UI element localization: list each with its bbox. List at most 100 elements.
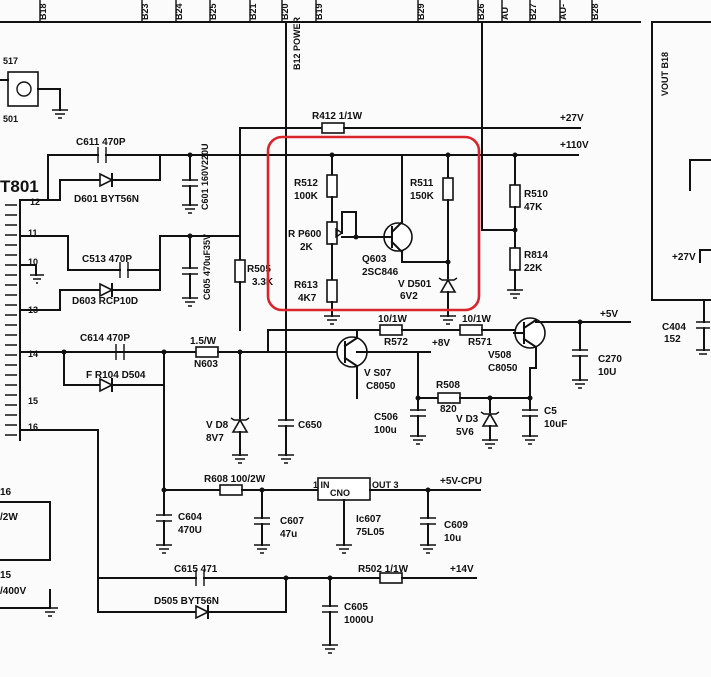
rail-110v-label: +110V xyxy=(560,140,589,151)
r412-label: R412 1/1W xyxy=(312,111,363,122)
c611-label: C611 470P xyxy=(76,137,126,148)
svg-text:C614 470P: C614 470P xyxy=(80,333,130,344)
pin-15: 15 xyxy=(28,396,38,406)
bus-label-b20: B20 xyxy=(280,3,290,20)
svg-text:+27V: +27V xyxy=(672,252,696,263)
svg-text:8V7: 8V7 xyxy=(206,433,224,444)
c605-label: C605 470uF35V xyxy=(202,234,212,300)
svg-text:470U: 470U xyxy=(178,525,202,536)
svg-text:R502 1/1W: R502 1/1W xyxy=(358,564,409,575)
pin-14: 14 xyxy=(28,349,38,359)
svg-text:R814: R814 xyxy=(524,250,548,261)
svg-text:R571: R571 xyxy=(468,337,492,348)
svg-text:22K: 22K xyxy=(524,263,543,274)
q603-label: Q603 xyxy=(362,254,387,265)
winding-13-circuit: C513 470P D603 RCP10D C605 470uF35V R505… xyxy=(19,233,274,331)
b12-power-label: B12 POWER xyxy=(292,16,302,70)
svg-text:V S07: V S07 xyxy=(364,368,392,379)
r510-r814-divider: R510 47K R814 22K xyxy=(481,21,548,299)
rp600-label: R P600 xyxy=(288,229,322,240)
bus-label-b28: B28 xyxy=(590,3,600,20)
svg-text:47u: 47u xyxy=(280,529,297,540)
svg-text:C8050: C8050 xyxy=(488,363,518,374)
c601-label: C601 160V220U xyxy=(200,143,210,210)
svg-text:V508: V508 xyxy=(488,350,512,361)
svg-text:10U: 10U xyxy=(598,367,616,378)
bus-label-b19: B19 xyxy=(314,3,324,20)
d501-value: 6V2 xyxy=(400,291,418,302)
svg-text:VOUT B18: VOUT B18 xyxy=(660,52,670,96)
svg-text:820: 820 xyxy=(440,404,457,415)
r613-value: 4K7 xyxy=(298,293,317,304)
svg-text:/400V: /400V xyxy=(0,586,26,597)
svg-text:C506: C506 xyxy=(374,412,398,423)
svg-text:R572: R572 xyxy=(384,337,408,348)
svg-text:R510: R510 xyxy=(524,189,548,200)
svg-text:10uF: 10uF xyxy=(544,419,567,430)
svg-text:OUT 3: OUT 3 xyxy=(372,480,399,490)
rail-27v-top: R412 1/1W +27V xyxy=(239,111,584,261)
svg-text:N603: N603 xyxy=(194,359,218,370)
highlight-box xyxy=(266,135,481,312)
bus-label-b23: B23 xyxy=(140,3,150,20)
top-left-fragment: 517 501 xyxy=(0,56,68,124)
r512-value: 100K xyxy=(294,191,319,202)
svg-text:16: 16 xyxy=(0,487,12,498)
d603-label: D603 RCP10D xyxy=(72,296,138,307)
rail-110v-input: C611 470P D601 BYT56N C601 160V220U +110… xyxy=(19,137,589,214)
q603-value: 2SC846 xyxy=(362,267,399,278)
rp600-value: 2K xyxy=(300,242,314,253)
svg-text:Ic607: Ic607 xyxy=(356,514,381,525)
bus-label-b21: B21 xyxy=(248,3,258,20)
c650-label: C650 xyxy=(298,420,322,431)
svg-text:F R104 D504: F R104 D504 xyxy=(86,370,146,381)
svg-text:1000U: 1000U xyxy=(344,615,373,626)
svg-text:100u: 100u xyxy=(374,425,397,436)
svg-text:+5V-CPU: +5V-CPU xyxy=(440,476,482,487)
bus-label-b26: B26 xyxy=(476,3,486,20)
svg-text:5V6: 5V6 xyxy=(456,427,474,438)
svg-text:R608 100/2W: R608 100/2W xyxy=(204,474,266,485)
bus-label-b18: B18 xyxy=(38,3,48,20)
svg-text:15: 15 xyxy=(0,570,12,581)
transformer-t801: T801 12 11 10 13 14 15 16 xyxy=(0,177,40,441)
d601-label: D601 BYT56N xyxy=(74,194,139,205)
svg-text:10/1W: 10/1W xyxy=(462,314,491,325)
svg-text:10/1W: 10/1W xyxy=(378,314,407,325)
svg-text:C270: C270 xyxy=(598,354,622,365)
c513-label: C513 470P xyxy=(82,254,132,265)
bottom-left-fragment: 16 /2W 15 /400V xyxy=(0,487,58,617)
rail-14v-circuit: C615 471 D505 BYT56N R502 1/1W +14V C605… xyxy=(19,429,477,654)
svg-text:D505 BYT56N: D505 BYT56N xyxy=(154,596,219,607)
svg-text:C404: C404 xyxy=(662,322,686,333)
svg-text:C5: C5 xyxy=(544,406,557,417)
bus-label-au: AU xyxy=(500,7,510,20)
rail-27v-label: +27V xyxy=(560,113,584,124)
svg-text:/2W: /2W xyxy=(0,512,18,523)
bus-label-b27: B27 xyxy=(528,3,538,20)
pin-11: 11 xyxy=(28,228,38,238)
svg-text:517: 517 xyxy=(3,56,18,66)
svg-text:R508: R508 xyxy=(436,380,460,391)
regulator-5v-8v: 10/1W R572 10/1W R571 +8V V S07 C8050 C5… xyxy=(267,309,631,449)
d501-label: V D501 xyxy=(398,279,432,290)
svg-text:+8V: +8V xyxy=(432,338,450,349)
r511-value: 150K xyxy=(410,191,435,202)
transformer-label: T801 xyxy=(0,177,39,196)
svg-text:501: 501 xyxy=(3,114,18,124)
r505-value: 3.3K xyxy=(252,277,274,288)
svg-text:V D3: V D3 xyxy=(456,414,479,425)
svg-text:C8050: C8050 xyxy=(366,381,396,392)
right-panel: VOUT B18 +27V C404 152 xyxy=(651,21,711,355)
svg-text:1.5/W: 1.5/W xyxy=(190,336,217,347)
r512-label: R512 xyxy=(294,178,318,189)
svg-text:C607: C607 xyxy=(280,516,304,527)
svg-text:C605: C605 xyxy=(344,602,368,613)
svg-text:10u: 10u xyxy=(444,533,461,544)
r511-label: R511 xyxy=(410,178,434,189)
svg-text:+14V: +14V xyxy=(450,564,474,575)
b12-power-line: B12 POWER C650 xyxy=(278,16,322,464)
bus-label-b25: B25 xyxy=(208,3,218,20)
